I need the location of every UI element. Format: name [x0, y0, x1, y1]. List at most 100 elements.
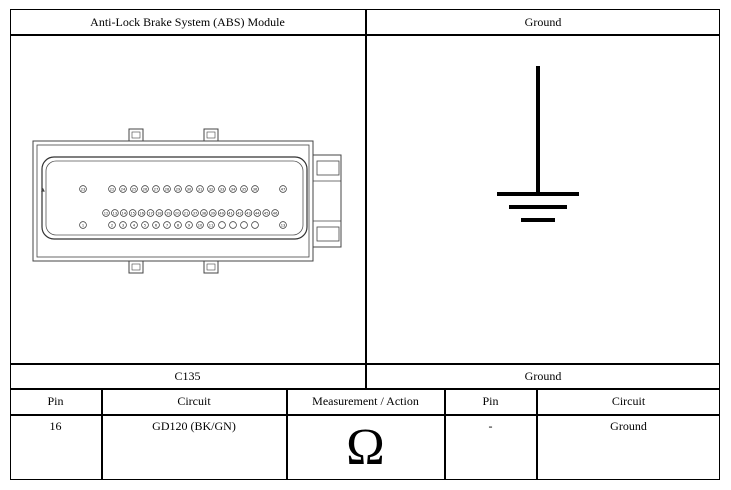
connector-pin: 22 [108, 185, 116, 193]
connector-pin: 40 [217, 209, 226, 217]
svg-text:45: 45 [264, 211, 269, 215]
connector-pin: 24 [119, 185, 127, 193]
component-header-ground: Ground [524, 15, 562, 29]
table-header-pin: Pin [47, 394, 64, 408]
table-header-measurement: Measurement / Action [312, 394, 419, 408]
connector-pin: 20 [173, 209, 181, 217]
connector-pin: 18 [155, 209, 164, 217]
svg-text:32: 32 [209, 187, 214, 191]
connector-pin: 11 [207, 221, 215, 229]
connector-label: C135 [174, 369, 201, 383]
svg-text:11: 11 [209, 223, 214, 227]
connector-pin: 21 [182, 209, 190, 217]
connector-pin: 9 [185, 221, 193, 229]
svg-text:5: 5 [144, 223, 146, 227]
connector-pin: 26 [141, 185, 149, 193]
connector-pin: 46 [271, 209, 279, 217]
svg-text:▲: ▲ [41, 187, 45, 193]
connector-pin: 10 [196, 221, 204, 229]
connector-pin: 7 [163, 221, 171, 229]
ground-label: Ground [524, 369, 562, 383]
svg-text:1: 1 [82, 223, 84, 227]
connector-pin: 44 [253, 209, 262, 217]
table-header-circuit: Circuit [177, 394, 211, 408]
svg-text:6: 6 [155, 223, 158, 227]
svg-text:16: 16 [139, 211, 144, 215]
svg-text:19: 19 [166, 211, 171, 215]
table-cell-circuit: GD120 (BK/GN) [152, 419, 236, 433]
connector-pin: 3 [119, 221, 127, 229]
svg-text:13: 13 [281, 223, 286, 227]
connector-pin [240, 221, 248, 229]
divider-vertical [365, 9, 367, 389]
connector-pin: 38 [200, 209, 208, 217]
svg-text:27: 27 [154, 187, 159, 191]
connector-pin: 34 [229, 185, 237, 193]
table-cell-pin: 16 [49, 419, 62, 433]
svg-text:17: 17 [148, 211, 153, 215]
svg-text:4: 4 [133, 223, 136, 227]
component-header-abs: Anti-Lock Brake System (ABS) Module [90, 15, 285, 29]
svg-text:26: 26 [143, 187, 148, 191]
connector-pin: 13 [111, 209, 119, 217]
svg-text:3: 3 [122, 223, 124, 227]
svg-text:30: 30 [187, 187, 192, 191]
connector-pin: 13 [279, 221, 287, 229]
connector-pin [229, 221, 237, 229]
svg-text:40: 40 [219, 211, 224, 215]
svg-text:34: 34 [231, 187, 236, 191]
svg-text:13: 13 [113, 211, 118, 215]
svg-text:7: 7 [166, 223, 168, 227]
connector-pin: 35 [240, 185, 248, 193]
table-header-circuit-2: Circuit [611, 394, 646, 408]
connector-pin: 43 [244, 209, 253, 217]
divider-footer [10, 363, 720, 365]
connector-pin [251, 221, 259, 229]
connector-pin: 30 [185, 185, 193, 193]
connector-pin: 33 [218, 185, 226, 193]
connector-pin: 6 [152, 221, 160, 229]
connector-pin: 14 [120, 209, 128, 217]
svg-text:47: 47 [281, 187, 286, 191]
svg-text:33: 33 [220, 187, 225, 191]
svg-text:21: 21 [184, 211, 189, 215]
ohm-symbol: Ω [346, 419, 385, 476]
svg-text:22: 22 [110, 187, 115, 191]
connector-pin: 37 [191, 209, 199, 217]
svg-text:29: 29 [176, 187, 181, 191]
svg-text:24: 24 [121, 187, 126, 191]
svg-text:42: 42 [237, 211, 242, 215]
svg-text:2: 2 [111, 223, 113, 227]
svg-text:43: 43 [246, 211, 251, 215]
svg-text:41: 41 [228, 211, 233, 215]
svg-text:9: 9 [188, 223, 191, 227]
svg-text:10: 10 [198, 223, 203, 227]
connector-pin: 12 [102, 209, 110, 217]
wiring-diagram-sheet: Anti-Lock Brake System (ABS) Module Grou… [10, 9, 720, 480]
divider-table-header [10, 414, 720, 416]
table-col-line [444, 388, 446, 480]
table-col-line [286, 388, 288, 480]
connector-pin [218, 221, 226, 229]
svg-text:15: 15 [130, 211, 135, 215]
connector-pin: 31 [196, 185, 204, 193]
svg-text:18: 18 [157, 211, 162, 215]
connector-pin: 2 [108, 221, 116, 229]
svg-text:8: 8 [177, 223, 180, 227]
connector-pin: 16 [137, 209, 146, 217]
connector-pin: 39 [209, 209, 217, 217]
divider-table-top [10, 388, 720, 390]
table-col-line [101, 388, 103, 480]
table-cell-circuit-2: Ground [610, 419, 647, 433]
connector-pin: 17 [146, 209, 155, 217]
connector-pin: 1 [79, 221, 87, 229]
connector-pin: 36 [251, 185, 259, 193]
table-header-pin-2: Pin [482, 394, 499, 408]
connector-pin: 41 [226, 209, 235, 217]
connector-pin: 47 [279, 185, 287, 193]
connector-pin: 27 [152, 185, 160, 193]
connector-pin: 19 [164, 209, 173, 217]
connector-pin: 28 [163, 185, 171, 193]
table-col-line [536, 388, 538, 480]
